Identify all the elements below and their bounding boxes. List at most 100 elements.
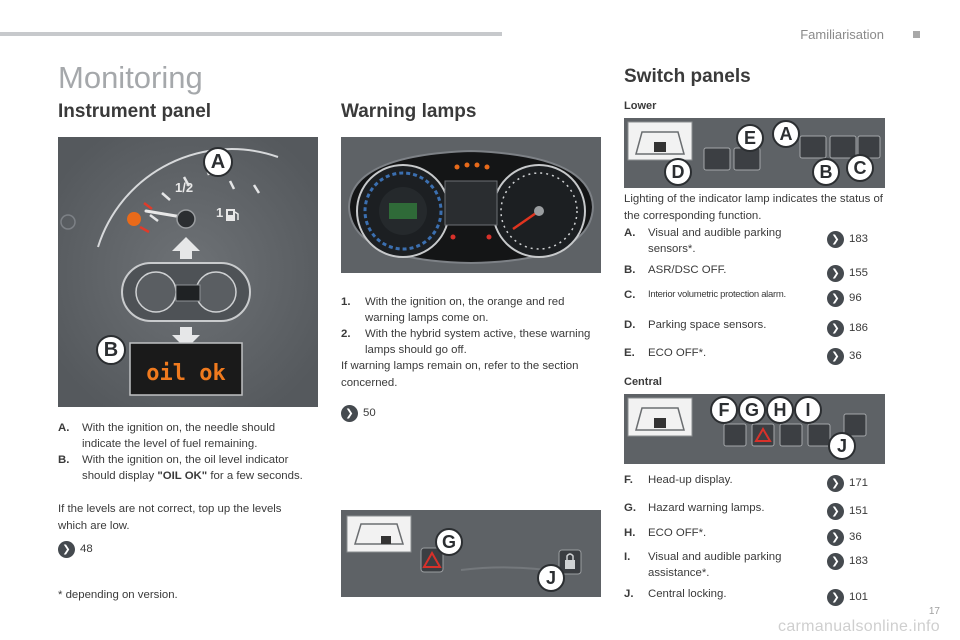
callout-b-letter: B	[103, 338, 119, 361]
reference-arrow-icon: ❯	[827, 502, 844, 520]
central-item-g: G. Hazard warning lamps.	[624, 500, 814, 518]
header-rule	[0, 32, 502, 36]
callout-j: J	[828, 432, 856, 460]
instrument-item-b: B. With the ignition on, the oil level i…	[58, 452, 318, 502]
reference-arrow-icon: ❯	[827, 552, 844, 570]
ref-96[interactable]: ❯ 96	[827, 289, 862, 307]
warning-note: If warning lamps remain on, refer to the…	[341, 360, 579, 389]
item-text-end: for a few seconds.	[207, 470, 303, 482]
reference-arrow-icon: ❯	[58, 540, 75, 558]
ref-36[interactable]: ❯ 36	[827, 347, 862, 365]
arrow-down-icon	[172, 327, 200, 349]
lower-item-c: C. Interior volumetric protection alarm.	[624, 287, 814, 305]
item-text: With the hybrid system active, these war…	[365, 328, 591, 356]
item-label: A.	[624, 227, 636, 239]
item-label: H.	[624, 527, 636, 539]
ref-number: 48	[80, 543, 93, 555]
item-text: With the ignition on, the oil level indi…	[82, 452, 308, 484]
ref-number: 101	[849, 591, 869, 603]
item-text: With the ignition on, the orange and red…	[365, 296, 565, 324]
ref-186[interactable]: ❯ 186	[827, 319, 868, 337]
item-text: Visual and audible parking assistance*.	[648, 551, 782, 579]
callout-b-lower-letter: B	[819, 161, 833, 182]
ref-48[interactable]: ❯ 48	[58, 540, 93, 558]
reference-arrow-icon: ❯	[827, 474, 844, 492]
page-title: Monitoring	[58, 60, 203, 95]
lower-intro: Lighting of the indicator lamp indicates…	[624, 193, 883, 222]
fuel-pump-icon	[226, 209, 239, 221]
callout-g-central-letter: G	[744, 399, 759, 420]
callout-e: E	[736, 124, 764, 152]
callout-a-lower-letter: A	[779, 123, 793, 144]
ref-171[interactable]: ❯ 171	[827, 474, 868, 492]
ref-number: 183	[849, 555, 869, 567]
ref-number: 171	[849, 477, 869, 489]
ref-183[interactable]: ❯ 183	[827, 230, 868, 248]
item-text: Hazard warning lamps.	[648, 502, 765, 514]
switch-panels-heading: Switch panels	[624, 66, 751, 87]
lower-item-a: A. Visual and audible parking sensors*.	[624, 225, 814, 259]
lower-item-d: D. Parking space sensors.	[624, 317, 814, 335]
ref-101[interactable]: ❯ 101	[827, 588, 868, 606]
callout-h: H	[766, 396, 794, 424]
lower-switch-illustration: E A D B C	[624, 118, 885, 188]
ref-36-central[interactable]: ❯ 36	[827, 528, 862, 546]
item-label: E.	[624, 347, 635, 359]
page-number: 17	[928, 606, 940, 617]
callout-c-letter: C	[853, 157, 867, 178]
oil-ok-display: oil ok	[146, 361, 225, 386]
item-text: Parking space sensors.	[648, 319, 767, 331]
item-label: A.	[58, 422, 70, 434]
callout-f-letter: F	[718, 399, 730, 420]
reference-arrow-icon: ❯	[827, 230, 844, 248]
instrument-panel-illustration: 1/2 1 oil ok A B	[58, 137, 318, 407]
ref-50[interactable]: ❯ 50	[341, 404, 376, 422]
ref-number: 186	[849, 322, 869, 334]
callout-j-central-letter: J	[836, 435, 847, 456]
lower-item-b: B. ASR/DSC OFF.	[624, 262, 814, 280]
reference-arrow-icon: ❯	[827, 528, 844, 546]
callout-a-letter: A	[210, 150, 226, 173]
callout-j-lower: J	[537, 564, 565, 592]
item-text: Interior volumetric protection alarm.	[648, 289, 786, 300]
reference-arrow-icon: ❯	[827, 289, 844, 307]
central-item-i: I. Visual and audible parking assistance…	[624, 549, 814, 583]
item-label: 2.	[341, 328, 351, 340]
callout-a: A	[203, 147, 233, 177]
chapter-title: Familiarisation	[800, 27, 884, 42]
reference-arrow-icon: ❯	[827, 319, 844, 337]
ref-151[interactable]: ❯ 151	[827, 502, 868, 520]
console-illustration: G J	[341, 510, 601, 597]
ref-number: 151	[849, 505, 869, 517]
item-text: Visual and audible parking sensors*.	[648, 227, 782, 255]
ref-number: 36	[849, 350, 862, 362]
callout-d: D	[664, 158, 692, 186]
item-label: 1.	[341, 296, 351, 308]
central-switch-illustration: F G H I J	[624, 394, 885, 464]
central-item-j: J. Central locking.	[624, 586, 814, 604]
ref-155[interactable]: ❯ 155	[827, 264, 868, 282]
gauge-full-label: 1	[216, 205, 223, 220]
item-text: ECO OFF*.	[648, 347, 707, 359]
callout-g-letter: G	[441, 531, 456, 552]
warning-lamps-heading: Warning lamps	[341, 101, 477, 122]
gauge-half-label: 1/2	[175, 180, 193, 195]
ref-183-central[interactable]: ❯ 183	[827, 552, 868, 570]
item-text: ECO OFF*.	[648, 527, 707, 539]
reference-arrow-icon: ❯	[827, 264, 844, 282]
callout-b: B	[96, 335, 126, 365]
cluster-drawing	[341, 137, 601, 273]
lock-icon	[558, 549, 582, 575]
instrument-panel-heading: Instrument panel	[58, 101, 212, 122]
item-text: Head-up display.	[648, 474, 733, 486]
callout-b-lower: B	[812, 158, 840, 186]
callout-j-letter: J	[545, 567, 556, 588]
item-text: Central locking.	[648, 588, 727, 600]
item-text: ASR/DSC OFF.	[648, 264, 727, 276]
callout-h-letter: H	[773, 399, 787, 420]
chapter-marker	[913, 31, 920, 38]
source-watermark: carmanualsonline.info	[778, 618, 940, 635]
callout-g: G	[738, 396, 766, 424]
oil-ok-quote: "OIL OK"	[157, 470, 208, 482]
item-label: G.	[624, 502, 637, 514]
